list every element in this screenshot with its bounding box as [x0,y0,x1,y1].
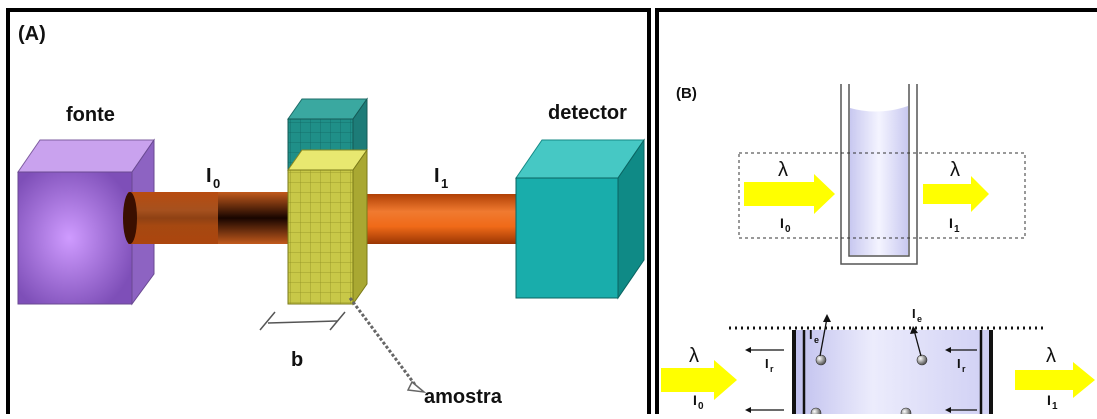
source-label: fonte [66,104,115,126]
detail-cuvette [729,326,1045,418]
ie-label: I e [912,306,922,324]
reflected-arrow [745,347,784,353]
particle [916,354,928,366]
ir-label: I r [957,356,966,374]
panel-b-label: (B) [676,85,697,102]
svg-text:I: I [957,356,961,371]
svg-text:0: 0 [785,224,791,235]
svg-text:e: e [814,335,819,345]
panel-a-label: (A) [18,23,46,45]
svg-text:I: I [912,306,916,321]
detail-i1-label: I 1 [1047,392,1058,412]
sample-pointer-arrow [348,297,427,394]
detail-i0-label: I 0 [693,392,704,412]
svg-text:1: 1 [441,176,448,191]
particle [815,354,827,366]
detector-box [515,138,645,300]
path-length-label: b [291,349,303,371]
detail-transmitted-arrow [1015,362,1095,398]
panel-a: (A) fonte [6,8,651,414]
lambda-in-label: λ [778,159,788,181]
svg-text:0: 0 [213,176,220,191]
ie-label: I e [809,327,819,345]
lambda-out-label: λ [950,159,960,181]
sample-cuvette [287,148,368,306]
svg-text:1: 1 [954,224,960,235]
svg-text:I: I [1047,392,1051,408]
detail-incident-arrow [661,360,737,400]
cuvette [840,84,918,265]
transmitted-light-arrow [923,176,989,212]
i1-label: I 1 [949,215,960,235]
svg-text:0: 0 [698,401,704,412]
svg-text:I: I [765,356,769,371]
svg-text:e: e [917,314,922,324]
reflected-arrow [945,407,977,413]
spectrophotometer-diagram: (A) fonte [17,23,645,408]
svg-text:I: I [434,165,440,187]
incident-beam [123,192,288,244]
emitted-arrow [910,326,922,357]
svg-text:I: I [206,165,212,187]
svg-text:r: r [962,364,966,374]
panel-b: (B) λ I 0 λ I 1 [655,8,1097,419]
absorption-schematic: (B) λ I 0 λ I 1 [661,84,1095,419]
transmitted-beam [346,194,518,244]
light-source-box [17,138,155,306]
reflected-arrow [745,407,784,413]
detail-lambda-in-label: λ [689,345,699,367]
i0-label: I 0 [206,165,220,191]
svg-text:I: I [809,327,813,342]
detail-lambda-out-label: λ [1046,345,1056,367]
sample-label: amostra [424,386,503,408]
reflected-arrow [945,347,977,353]
svg-text:I: I [693,392,697,408]
path-length-bracket [259,311,346,331]
detector-label: detector [548,102,627,124]
ir-label: I r [765,356,774,374]
emitted-arrow [819,314,831,357]
i0-label: I 0 [780,215,791,235]
svg-text:I: I [949,215,953,231]
incident-light-arrow [744,174,835,214]
svg-text:1: 1 [1052,401,1058,412]
svg-text:r: r [770,364,774,374]
i1-label: I 1 [434,165,448,191]
svg-text:I: I [780,215,784,231]
